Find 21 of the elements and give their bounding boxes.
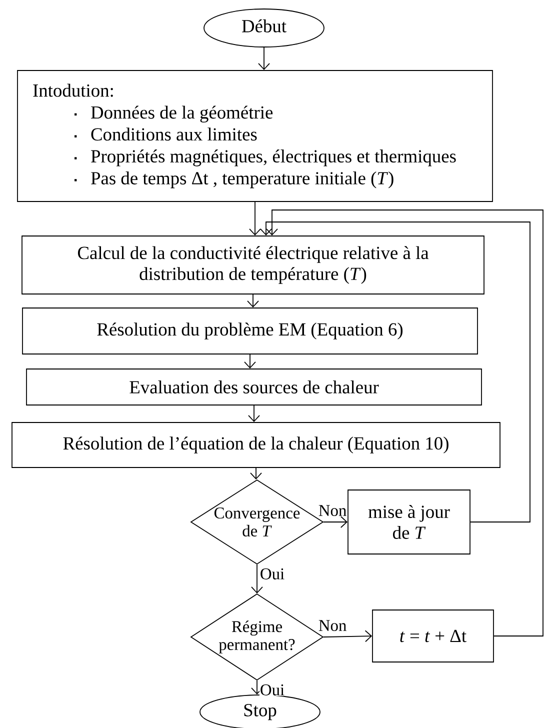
arrow [323,516,348,528]
arrow [249,202,261,236]
process-box: Evaluation des sources de chaleur [26,368,482,406]
edge-label: Oui [259,568,286,580]
arrow [260,222,530,522]
edge-label: Non [318,504,348,517]
process-box: Résolution de l’équation de la chaleur (Equation 10) [12,422,500,468]
arrow [323,630,372,642]
process-box: Intodution: Données de la géométrie Conditions aux limites Propriétés magnétiques, électriques et thermiques Pas de temps Δt , temperature initiale (T) [17,70,493,202]
arrow [247,294,259,308]
edge-label: Oui [259,684,286,696]
arrow [258,47,270,70]
process-box: Calcul de la conductivité électrique relative à la distribution de température (T) [22,236,484,294]
arrow [251,564,263,594]
process-box: t = t + Δt [372,610,494,662]
arrow [266,210,544,636]
arrow [244,354,256,369]
process-box: mise à jour de T [348,490,470,554]
arrow [248,405,260,422]
start-oval: Début [204,8,324,48]
process-box: Résolution du problème EM (Equation 6) [22,308,478,354]
